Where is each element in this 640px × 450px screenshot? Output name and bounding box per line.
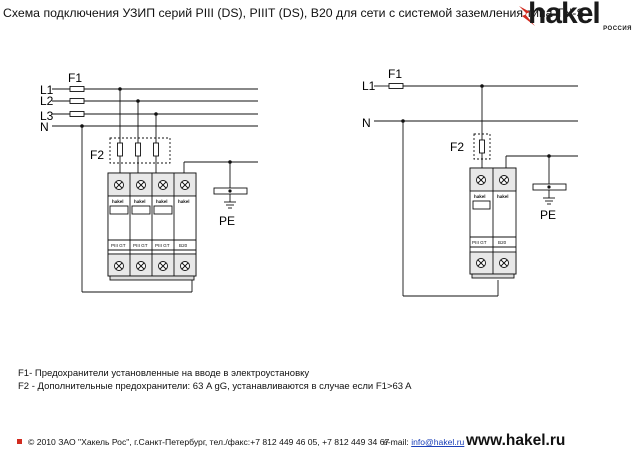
left-f2-dashed-box bbox=[109, 137, 171, 164]
right-module-brand-2: hakel bbox=[497, 194, 509, 199]
lightning-bolt-icon bbox=[519, 6, 535, 26]
page-title: Схема подключения УЗИП серий PIII (DS), … bbox=[3, 6, 585, 20]
right-label-l1: L1 bbox=[362, 79, 376, 93]
left-fuse-f1-l2 bbox=[69, 98, 85, 104]
wiring-diagrams: L1 L2 L3 N F1 F2 PE bbox=[40, 67, 578, 297]
notes: F1- Предохранители установленные на ввод… bbox=[18, 368, 412, 393]
left-module-brand-1: hakel bbox=[112, 199, 124, 204]
footer: © 2010 ЗАО "Хакель Рос", г.Санкт-Петербу… bbox=[0, 430, 640, 450]
left-label-f1: F1 bbox=[68, 71, 82, 85]
footer-copyright: © 2010 ЗАО "Хакель Рос", г.Санкт-Петербу… bbox=[28, 437, 390, 447]
left-module-label-1: PIII GT bbox=[111, 243, 126, 248]
left-diagram: L1 L2 L3 N F1 F2 PE bbox=[40, 71, 258, 293]
note-f1: F1- Предохранители установленные на ввод… bbox=[18, 368, 310, 379]
left-module-label-4: B20 bbox=[179, 243, 188, 248]
left-fuse-f2-1 bbox=[117, 142, 123, 157]
brand-logo-text: hakel bbox=[528, 0, 601, 30]
right-module-label-2: B20 bbox=[498, 240, 507, 245]
left-module-label-3: PIII GT bbox=[155, 243, 170, 248]
right-f2-dashed-box bbox=[473, 133, 491, 160]
left-module-brand-4: hakel bbox=[178, 199, 190, 204]
footer-email-link[interactable]: info@hakel.ru bbox=[411, 437, 465, 447]
right-diagram: L1 N F1 F2 PE bbox=[362, 67, 578, 297]
left-label-l2: L2 bbox=[40, 94, 54, 108]
left-module-brand-2: hakel bbox=[134, 199, 146, 204]
left-label-pe: PE bbox=[219, 214, 235, 228]
footer-square-icon bbox=[17, 439, 22, 444]
note-f2: F2 - Дополнительные предохранители: 63 A… bbox=[18, 380, 412, 392]
left-label-l3: L3 bbox=[40, 109, 54, 123]
left-fuse-f2-2 bbox=[135, 142, 141, 157]
footer-email-label: e-mail: bbox=[383, 437, 409, 447]
left-fuse-f2-3 bbox=[153, 142, 159, 157]
left-fuse-f1-l1 bbox=[69, 86, 85, 92]
footer-email: e-mail: info@hakel.ru bbox=[383, 437, 464, 447]
left-module-label-2: PIII GT bbox=[133, 243, 148, 248]
right-label-n: N bbox=[362, 116, 371, 130]
left-spd-block: hakel hakel hakel hakel PIII GT PIII GT … bbox=[107, 172, 197, 281]
right-spd-block: hakel hakel PIII GT B20 bbox=[469, 167, 517, 279]
right-module-brand-1: hakel bbox=[474, 194, 486, 199]
left-label-l1: L1 bbox=[40, 83, 54, 97]
right-label-f2: F2 bbox=[450, 140, 464, 154]
right-label-pe: PE bbox=[540, 208, 556, 222]
footer-website[interactable]: www.hakel.ru bbox=[466, 432, 566, 449]
right-fuse-f2 bbox=[479, 139, 485, 154]
right-fuse-f1 bbox=[388, 83, 404, 89]
left-fuse-f1-l3 bbox=[69, 111, 85, 117]
brand-logo-subtitle: РОССИЯ bbox=[603, 26, 632, 32]
left-label-n: N bbox=[40, 120, 49, 134]
brand-logo: hakel РОССИЯ bbox=[516, 0, 636, 34]
right-module-label-1: PIII GT bbox=[472, 240, 487, 245]
left-label-f2: F2 bbox=[90, 148, 104, 162]
left-module-brand-3: hakel bbox=[156, 199, 168, 204]
right-label-f1: F1 bbox=[388, 67, 402, 81]
